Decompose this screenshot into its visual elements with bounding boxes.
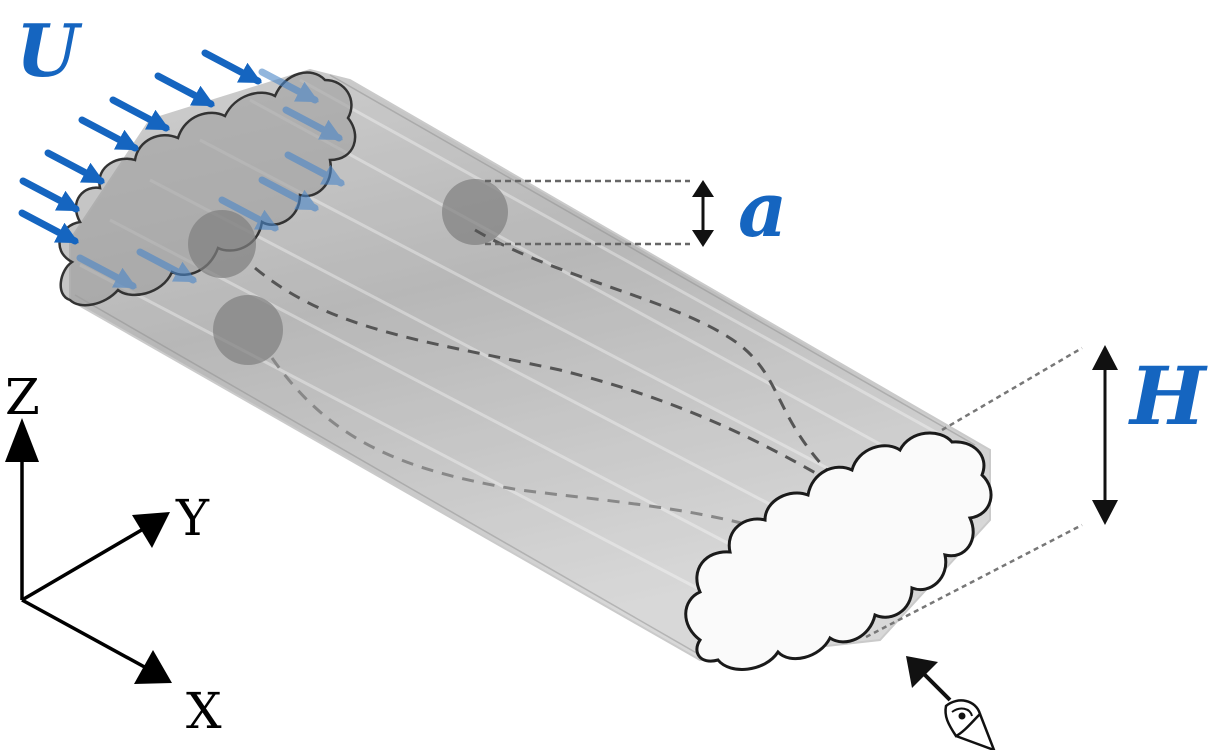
height-dimension: [865, 345, 1118, 639]
arrow-icon: [282, 106, 343, 142]
particles: [188, 179, 508, 365]
arrow-icon: [18, 209, 79, 245]
arrow-icon: [136, 248, 197, 284]
axis-x-label: X: [186, 682, 222, 740]
arrow-icon: [258, 68, 319, 104]
arrow-icon: [284, 151, 345, 187]
arrow-icon: [19, 177, 80, 213]
arrow-icon: [218, 196, 279, 232]
arrow-icon: [154, 72, 215, 108]
particle-size-label: a: [738, 165, 787, 254]
particle-1: [442, 179, 508, 245]
outlet-cross-section: [684, 431, 993, 671]
eye-icon: [906, 656, 996, 750]
inflow-arrows: [18, 49, 345, 290]
flow-velocity-label: U: [16, 8, 83, 93]
arrow-icon: [78, 116, 139, 152]
axis-z-label: Z: [5, 368, 40, 426]
arrow-icon: [76, 254, 137, 290]
coordinate-axes: [5, 418, 172, 684]
arrow-icon: [109, 96, 170, 132]
axis-y-label: Y: [175, 489, 210, 547]
particle-2: [188, 210, 256, 278]
particle-3: [213, 295, 283, 365]
particle-size-dimension: [485, 179, 714, 247]
arrow-icon: [201, 49, 262, 85]
arrow-icon: [258, 176, 319, 212]
arrow-icon: [44, 149, 105, 185]
height-label: H: [1128, 349, 1208, 443]
